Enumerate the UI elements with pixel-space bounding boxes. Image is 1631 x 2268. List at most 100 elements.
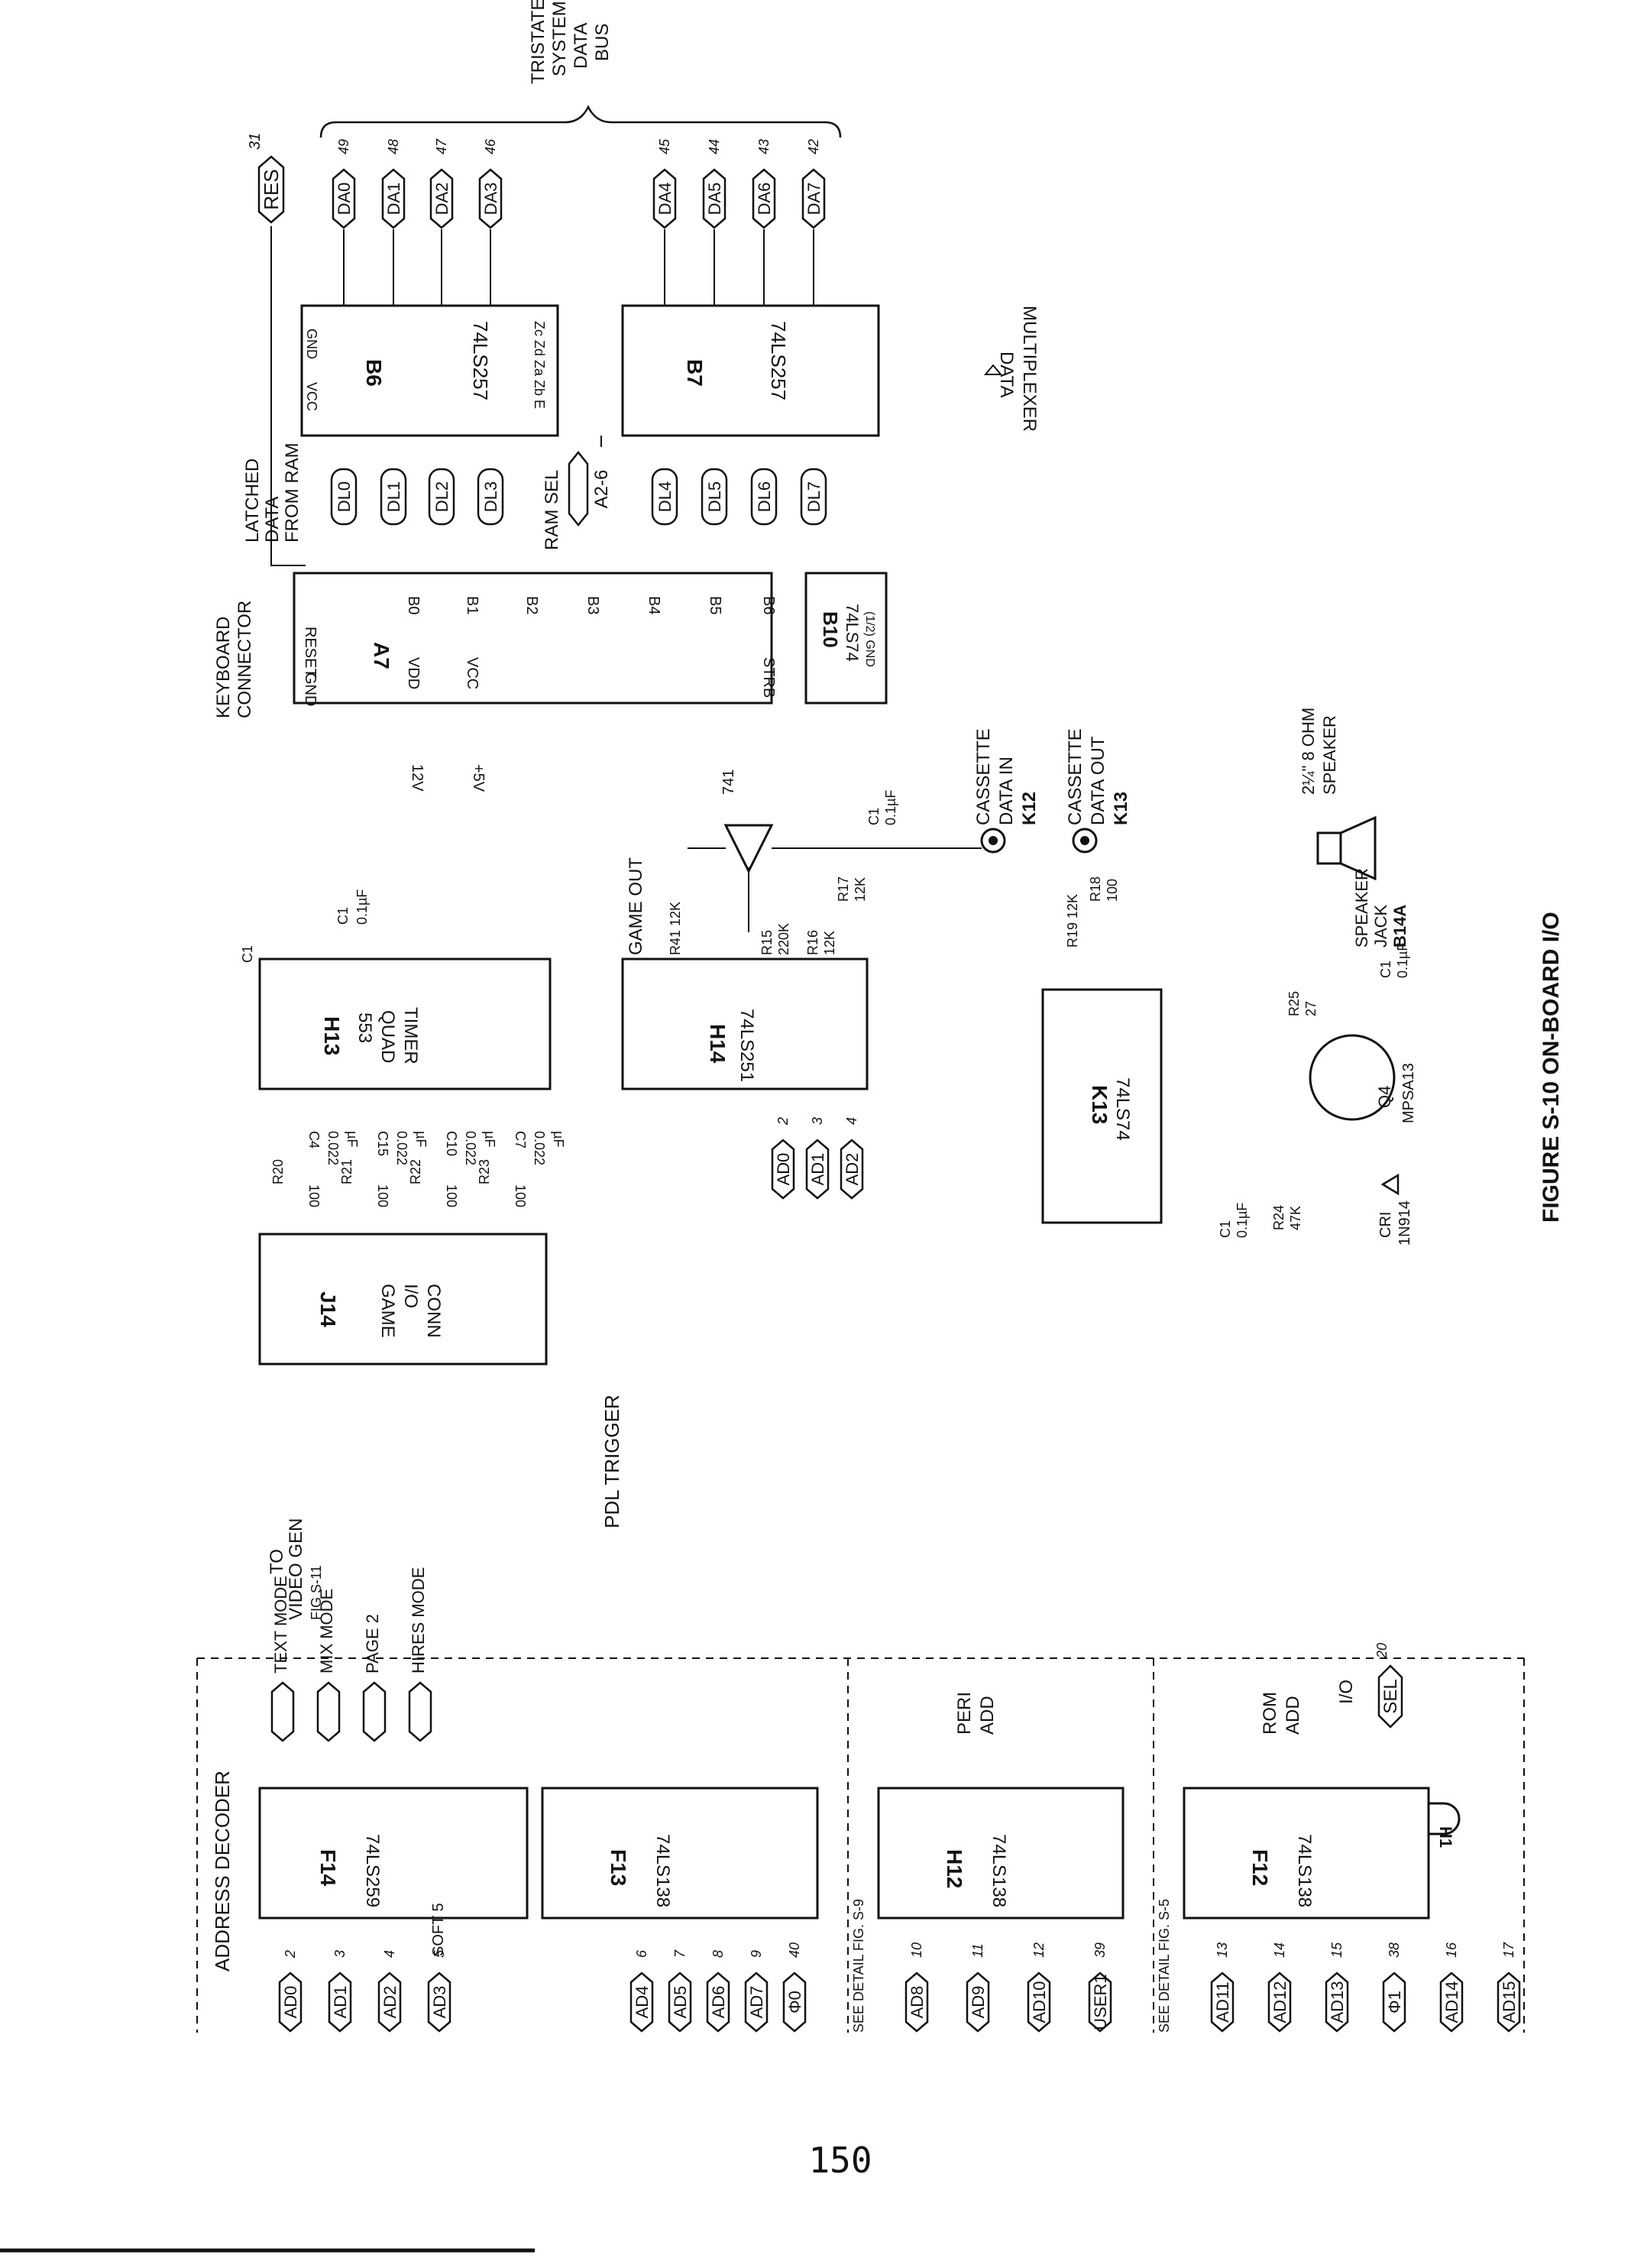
addr-tag-f13-0-label: AD4 xyxy=(633,1986,652,2019)
data-bus-tag-da6-label: DA6 xyxy=(755,183,774,215)
tristate-line-2: SYSTEM xyxy=(549,1,570,76)
svg-text:ADD: ADD xyxy=(1283,1696,1303,1735)
h14-addr-tag-1-outline xyxy=(805,1139,830,1200)
svg-text:C15: C15 xyxy=(375,1131,390,1156)
cr1-diode: CRI 1N914 xyxy=(1377,1173,1413,1246)
res-label: RES xyxy=(260,169,283,209)
latched-tag-label: DL5 xyxy=(705,481,724,512)
h14-addr-tag-0-outline xyxy=(771,1139,795,1200)
address-decoder-box: ADDRESS DECODER SEE DETAIL FIG. S-9 SEE … xyxy=(196,1657,1525,2033)
a7-ref: A7 xyxy=(370,642,393,669)
addr-tag-h12-2-outline xyxy=(1027,1972,1051,2033)
latched-tag-dl0: DL0 xyxy=(330,468,358,526)
svg-text:100: 100 xyxy=(375,1184,390,1207)
page-number: 150 xyxy=(808,2140,872,2181)
svg-text:H1: H1 xyxy=(1436,1826,1455,1848)
latched-tag-dl6: DL6 xyxy=(750,468,778,526)
chip-f14: F14 74LS259 SOFT 5 xyxy=(258,1787,529,1956)
svg-text:12V: 12V xyxy=(409,764,426,792)
tristate-line-1: TRISTATE xyxy=(528,0,549,84)
addr-tag-h12-3-outline xyxy=(1088,1972,1112,2033)
svg-text:R25: R25 xyxy=(1286,991,1302,1016)
svg-text:220K: 220K xyxy=(776,923,791,955)
addr-tag-f12-3-outline xyxy=(1382,1972,1406,2033)
video-desc-2: PAGE 2 xyxy=(363,1614,382,1673)
addr-tag-f13-1-outline xyxy=(668,1972,692,2033)
svg-text:R23: R23 xyxy=(477,1159,492,1184)
svg-text:R22: R22 xyxy=(408,1159,423,1184)
svg-text:0.022: 0.022 xyxy=(463,1131,478,1165)
svg-text:H14: H14 xyxy=(706,1024,730,1064)
addr-tag-f14-1-outline xyxy=(328,1972,352,2033)
svg-text:PERI: PERI xyxy=(954,1692,975,1735)
svg-text:K13: K13 xyxy=(1111,792,1131,825)
latched-tag-dl4: DL4 xyxy=(651,468,678,526)
svg-text:C4: C4 xyxy=(306,1131,322,1149)
latched-tag-dl3: DL3 xyxy=(477,468,504,526)
addr-tag-f14-0-label: AD0 xyxy=(281,1986,300,2019)
svg-text:I/O: I/O xyxy=(400,1284,421,1308)
svg-text:FIG S-11: FIG S-11 xyxy=(309,1565,324,1620)
addr-tag-f12-3-pin: 38 xyxy=(1387,1942,1402,1958)
svg-text:VCC: VCC xyxy=(304,382,319,411)
b7-part: 74LS257 xyxy=(767,321,790,400)
svg-text:FROM RAM: FROM RAM xyxy=(282,442,303,543)
data-bus-tag-da7-pin: 42 xyxy=(806,139,821,154)
addr-tag-f13-4-outline xyxy=(782,1972,807,2033)
latched-tag-outline xyxy=(428,468,455,526)
svg-text:CRI: CRI xyxy=(1377,1212,1394,1238)
addr-tag-h12-0-outline xyxy=(904,1972,929,2033)
svg-text:0.1µF: 0.1µF xyxy=(1395,943,1410,978)
svg-text:I/O: I/O xyxy=(1336,1680,1357,1704)
svg-text:TO: TO xyxy=(267,1549,287,1574)
svg-text:KEYBOARD: KEYBOARD xyxy=(213,617,234,718)
latched-tag-label: DL4 xyxy=(655,481,675,512)
svg-text:74LS259: 74LS259 xyxy=(362,1834,383,1907)
chip-b7: B7 74LS257 xyxy=(621,304,880,437)
svg-text:K12: K12 xyxy=(1019,792,1040,825)
latched-tag-label: DL7 xyxy=(804,481,824,512)
svg-text:0.022: 0.022 xyxy=(394,1131,409,1165)
svg-text:27: 27 xyxy=(1303,1001,1319,1016)
h14-addr-tag-0-label: AD0 xyxy=(774,1153,793,1186)
svg-text:74LS74: 74LS74 xyxy=(1112,1077,1133,1141)
data-bus-tag-da0-pin: 49 xyxy=(336,139,351,154)
svg-text:F14: F14 xyxy=(316,1849,340,1887)
addr-tag-f12-5-outline xyxy=(1497,1972,1521,2033)
svg-text:R15: R15 xyxy=(759,930,775,955)
svg-text:20: 20 xyxy=(1374,1643,1390,1659)
data-bus-tag-da7-label: DA7 xyxy=(804,183,824,215)
video-desc-1: MIX MODE xyxy=(317,1589,336,1673)
addr-tag-f13-0: AD4 6 xyxy=(629,1949,654,2033)
chip-b10: B10 74LS74 (1/2) GND xyxy=(804,572,888,705)
h14-addr-tag-0-pin: 2 xyxy=(775,1117,791,1126)
chip-b6: B6 74LS257 GND VCC Zc Zd Za Zb E xyxy=(300,304,559,437)
video-desc-3: HIRES MODE xyxy=(409,1567,428,1673)
svg-text:Zc Zd Za Zb E: Zc Zd Za Zb E xyxy=(532,321,547,409)
svg-text:0.1µF: 0.1µF xyxy=(1235,1203,1250,1238)
svg-text:DATA: DATA xyxy=(262,497,283,543)
latched-tag-outline xyxy=(380,468,407,526)
svg-text:CONNECTOR: CONNECTOR xyxy=(235,601,255,718)
svg-text:J14: J14 xyxy=(316,1291,340,1327)
svg-text:74LS74: 74LS74 xyxy=(843,604,862,662)
figure-title: FIGURE S-10 ON-BOARD I/O xyxy=(1539,912,1564,1223)
addr-tag-f13-0-pin: 6 xyxy=(634,1949,649,1958)
addr-tag-f14-1: AD13 xyxy=(328,1950,352,2033)
svg-text:QUAD: QUAD xyxy=(377,1010,398,1063)
video-tag-0-outline xyxy=(270,1681,295,1742)
svg-text:74LS138: 74LS138 xyxy=(652,1834,673,1907)
svg-text:B4: B4 xyxy=(646,596,662,614)
data-bus-tag-da5-pin: 44 xyxy=(707,139,722,154)
addr-tag-f12-0-label: AD11 xyxy=(1213,1981,1232,2022)
svg-text:0.1µF: 0.1µF xyxy=(883,790,898,825)
latched-tag-dl7: DL7 xyxy=(800,468,827,526)
